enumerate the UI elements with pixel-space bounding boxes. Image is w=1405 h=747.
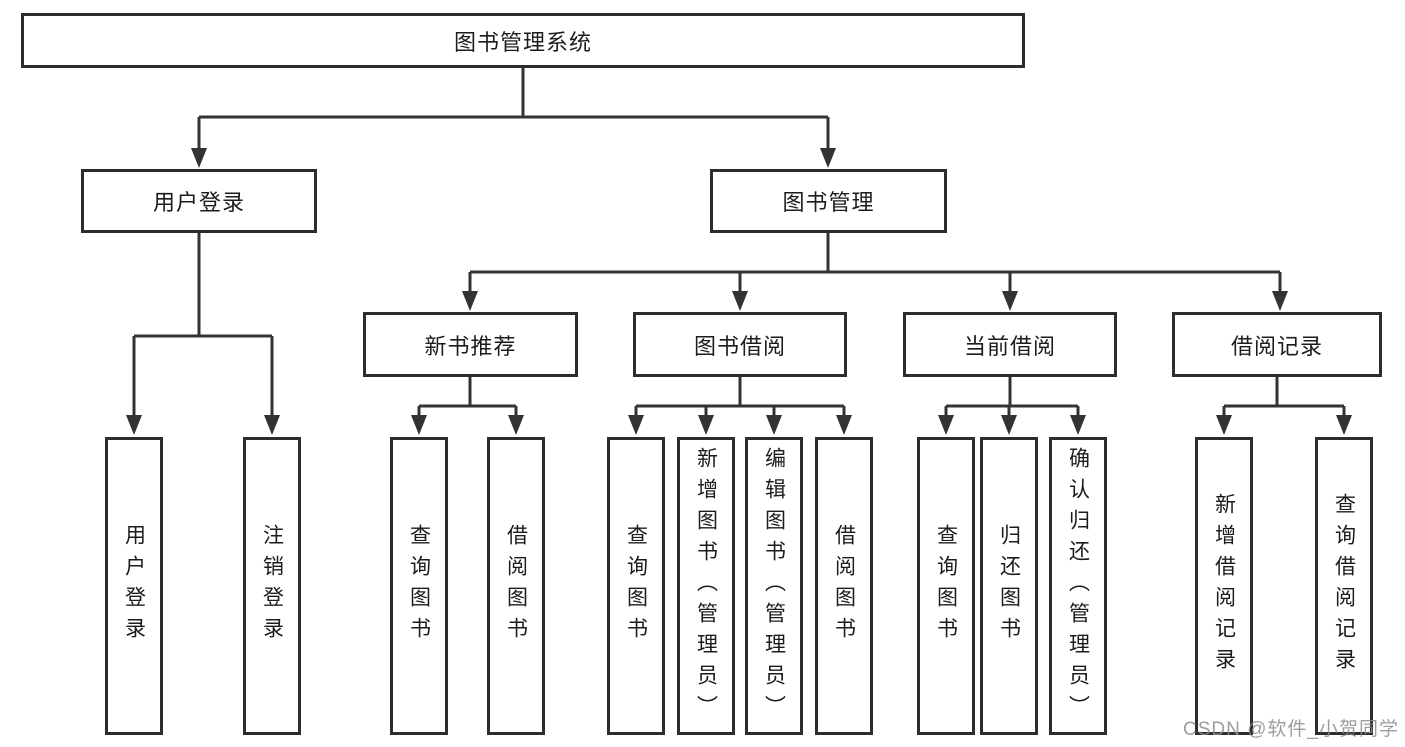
connector-current-borrow bbox=[938, 377, 1086, 435]
node-label: 查询借阅记录 bbox=[1332, 493, 1356, 679]
leaf-user-login: 用户登录 bbox=[105, 437, 163, 735]
node-library-system: 图书管理系统 bbox=[21, 13, 1025, 68]
node-user-login: 用户登录 bbox=[81, 169, 317, 233]
leaf-edit-books-admin: 编辑图书（管理员） bbox=[745, 437, 803, 735]
connector-root bbox=[191, 68, 836, 168]
node-label: 注销登录 bbox=[260, 524, 284, 648]
connector-borrow-records bbox=[1216, 377, 1352, 435]
node-label: 借阅图书 bbox=[832, 524, 856, 648]
node-label: 借阅记录 bbox=[1230, 333, 1323, 359]
leaf-query-books-borrow: 查询图书 bbox=[607, 437, 665, 735]
leaf-add-borrow-record: 新增借阅记录 bbox=[1195, 437, 1253, 735]
connector-user-login bbox=[126, 233, 280, 435]
node-label: 新增借阅记录 bbox=[1212, 493, 1236, 679]
leaf-query-books-recommend: 查询图书 bbox=[390, 437, 448, 735]
node-label: 用户登录 bbox=[152, 190, 245, 215]
node-label: 图书借阅 bbox=[693, 333, 786, 359]
node-label: 查询图书 bbox=[624, 524, 648, 648]
node-label: 编辑图书（管理员） bbox=[762, 446, 786, 726]
leaf-logout-login: 注销登录 bbox=[243, 437, 301, 735]
csdn-watermark: CSDN @软件_小贺同学 bbox=[1183, 719, 1399, 740]
leaf-borrow-books-recommend: 借阅图书 bbox=[487, 437, 545, 735]
node-book-borrow: 图书借阅 bbox=[633, 312, 847, 377]
connector-book-management bbox=[462, 233, 1288, 311]
leaf-return-books: 归还图书 bbox=[980, 437, 1038, 735]
node-borrow-records: 借阅记录 bbox=[1172, 312, 1382, 377]
connector-new-book-recommend bbox=[411, 377, 524, 435]
node-book-management: 图书管理 bbox=[710, 169, 947, 233]
node-label: 当前借阅 bbox=[963, 333, 1056, 359]
node-label: 图书管理 bbox=[782, 190, 875, 215]
node-label: 归还图书 bbox=[997, 524, 1021, 648]
node-new-book-recommend: 新书推荐 bbox=[363, 312, 578, 377]
node-label: 用户登录 bbox=[122, 524, 146, 648]
node-current-borrow: 当前借阅 bbox=[903, 312, 1117, 377]
node-label: 图书管理系统 bbox=[453, 29, 592, 55]
leaf-confirm-return-admin: 确认归还（管理员） bbox=[1049, 437, 1107, 735]
leaf-borrow-books-borrow: 借阅图书 bbox=[815, 437, 873, 735]
connector-book-borrow bbox=[628, 377, 852, 435]
node-label: 借阅图书 bbox=[504, 524, 528, 648]
node-label: 查询图书 bbox=[934, 524, 958, 648]
leaf-query-borrow-record: 查询借阅记录 bbox=[1315, 437, 1373, 735]
node-label: 查询图书 bbox=[407, 524, 431, 648]
node-label: 确认归还（管理员） bbox=[1066, 446, 1090, 726]
leaf-query-books-current: 查询图书 bbox=[917, 437, 975, 735]
node-label: 新书推荐 bbox=[424, 333, 517, 359]
leaf-add-books-admin: 新增图书（管理员） bbox=[677, 437, 735, 735]
node-label: 新增图书（管理员） bbox=[694, 446, 718, 726]
